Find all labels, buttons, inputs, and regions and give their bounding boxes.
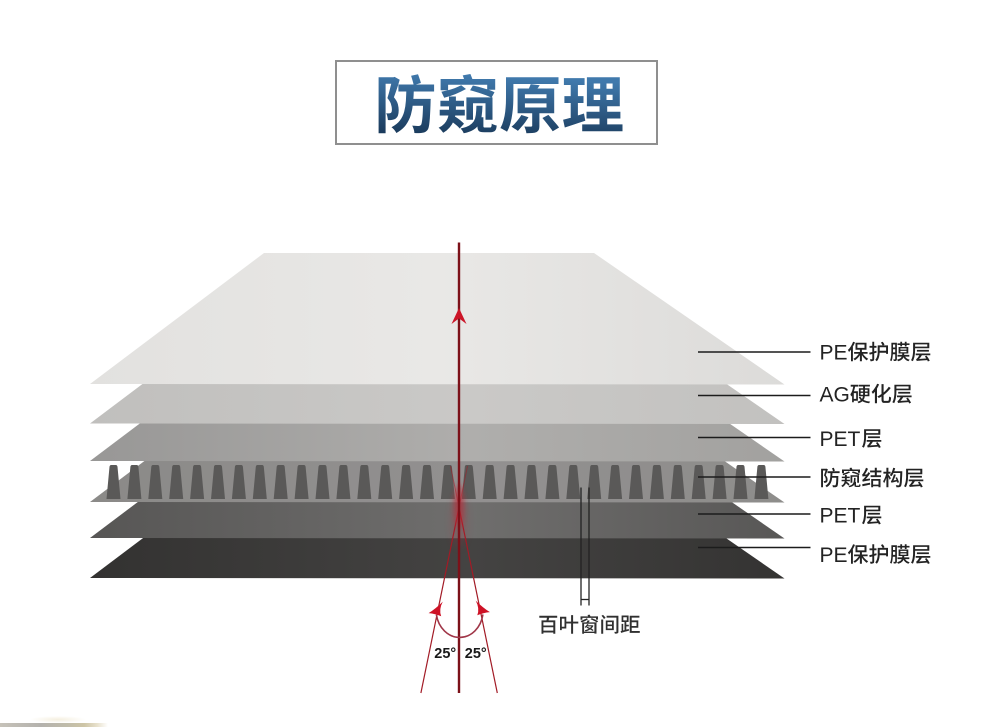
svg-text:PE: PE [820, 342, 848, 365]
svg-text:25°: 25° [465, 646, 487, 662]
svg-text:PET: PET [820, 428, 861, 451]
svg-text:AG: AG [820, 384, 850, 407]
svg-text:PE: PE [820, 544, 848, 567]
svg-text:25°: 25° [434, 646, 456, 662]
svg-text:PET: PET [820, 505, 861, 528]
